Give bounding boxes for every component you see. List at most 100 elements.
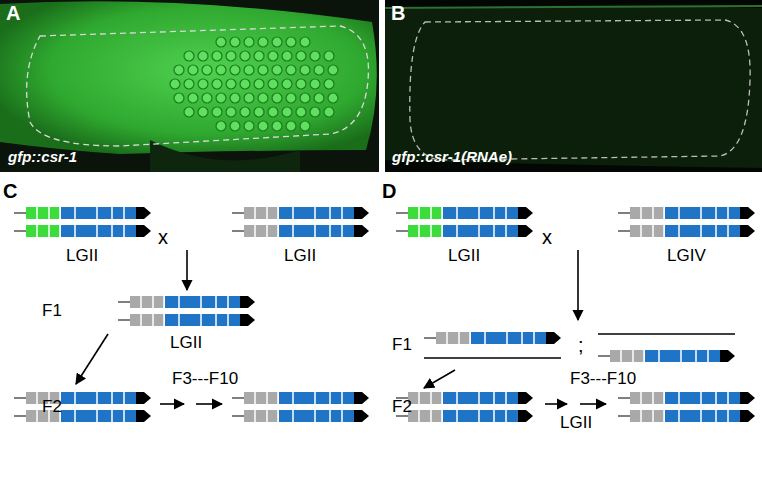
exon-separator — [266, 392, 268, 404]
exon-separator — [59, 225, 61, 237]
nucleus — [198, 51, 208, 61]
transgene-symbol — [618, 225, 755, 237]
nucleus — [258, 121, 268, 131]
nucleus — [216, 121, 226, 131]
utr-arrow — [740, 207, 755, 219]
transgene-symbol — [618, 392, 755, 404]
exon-separator — [96, 207, 98, 219]
nucleus — [170, 79, 180, 89]
exon-separator — [123, 392, 125, 404]
nucleus — [226, 107, 236, 117]
exon-separator — [314, 392, 316, 404]
gonad-outline — [410, 20, 750, 160]
exon-separator — [74, 392, 76, 404]
transgene-symbol — [118, 314, 255, 326]
exon-separator — [140, 296, 142, 308]
exon-separator — [652, 225, 654, 237]
nucleus — [296, 107, 306, 117]
nucleus — [258, 37, 268, 47]
exon-separator — [700, 410, 702, 422]
nucleus — [230, 37, 240, 47]
utr-arrow — [354, 410, 369, 422]
nucleus — [240, 51, 250, 61]
panel-letter-box: C — [3, 180, 17, 202]
exon-separator — [178, 296, 180, 308]
exon-separator — [478, 392, 480, 404]
exon-separator — [111, 207, 113, 219]
exon-separator — [266, 410, 268, 422]
cross-arrow — [580, 403, 606, 405]
nucleus — [198, 107, 208, 117]
cross-arrow — [424, 370, 455, 388]
exon-separator — [640, 225, 642, 237]
exon-separator — [292, 410, 294, 422]
genotype-label-box: gfp::csr-1 — [8, 148, 77, 166]
nucleus — [272, 121, 282, 131]
nucleus — [240, 79, 250, 89]
nucleus — [244, 121, 254, 131]
csr1-exons — [61, 392, 136, 404]
nucleus — [272, 65, 282, 75]
exon-separator — [620, 350, 622, 362]
exon-separator — [59, 207, 61, 219]
separator-symbol: ; — [578, 334, 584, 356]
exon-separator — [678, 392, 680, 404]
exon-separator — [341, 410, 343, 422]
exon-separator — [36, 410, 38, 422]
cross-symbol: x — [158, 226, 168, 248]
exon-separator — [727, 392, 729, 404]
exon-separator — [152, 296, 154, 308]
gonad-outline — [27, 26, 369, 146]
csr1-exons — [443, 410, 518, 422]
exon-separator — [640, 392, 642, 404]
generation-label-box: F1 — [42, 302, 62, 321]
exon-separator — [506, 332, 508, 344]
grey-exons — [244, 207, 278, 219]
nucleus — [184, 79, 194, 89]
exon-separator — [441, 207, 443, 219]
nucleus — [226, 79, 236, 89]
gfp-exons — [26, 207, 60, 219]
nucleus — [216, 37, 226, 47]
exon-separator — [643, 350, 645, 362]
exon-separator — [700, 392, 702, 404]
generation-label-box: F2 — [42, 398, 62, 417]
nucleus — [216, 93, 226, 103]
exon-separator — [96, 410, 98, 422]
csr1-exons — [665, 410, 740, 422]
exon-separator — [314, 225, 316, 237]
exon-separator — [292, 225, 294, 237]
nucleus — [286, 93, 296, 103]
micrograph-ground — [385, 0, 762, 172]
nucleus — [254, 79, 264, 89]
chromosome-label: LGII — [170, 333, 202, 352]
worm-shadow — [150, 140, 300, 172]
nucleus — [254, 107, 264, 117]
utr-arrow — [136, 410, 151, 422]
utr-arrow — [546, 332, 561, 344]
exon-separator — [446, 332, 448, 344]
nucleus — [282, 79, 292, 89]
chromosome-label-box: LGII — [284, 247, 316, 266]
exon-separator — [456, 410, 458, 422]
cross-symbol-box: x — [158, 226, 168, 248]
exon-separator — [418, 207, 420, 219]
transgene-symbol — [14, 392, 151, 404]
nucleus — [300, 93, 310, 103]
exon-separator — [329, 410, 331, 422]
exon-separator — [456, 207, 458, 219]
exon-separator — [200, 296, 202, 308]
exon-separator — [533, 332, 535, 344]
exon-separator — [123, 410, 125, 422]
transgene-symbol — [618, 207, 755, 219]
csr1-exons — [443, 207, 518, 219]
utr-arrow — [136, 207, 151, 219]
cross-symbol: x — [542, 226, 552, 248]
exon-separator — [430, 410, 432, 422]
csr1-exons — [443, 225, 518, 237]
exon-separator — [227, 314, 229, 326]
grey-exons — [630, 392, 664, 404]
exon-separator — [652, 392, 654, 404]
chromosome-line — [598, 333, 735, 334]
